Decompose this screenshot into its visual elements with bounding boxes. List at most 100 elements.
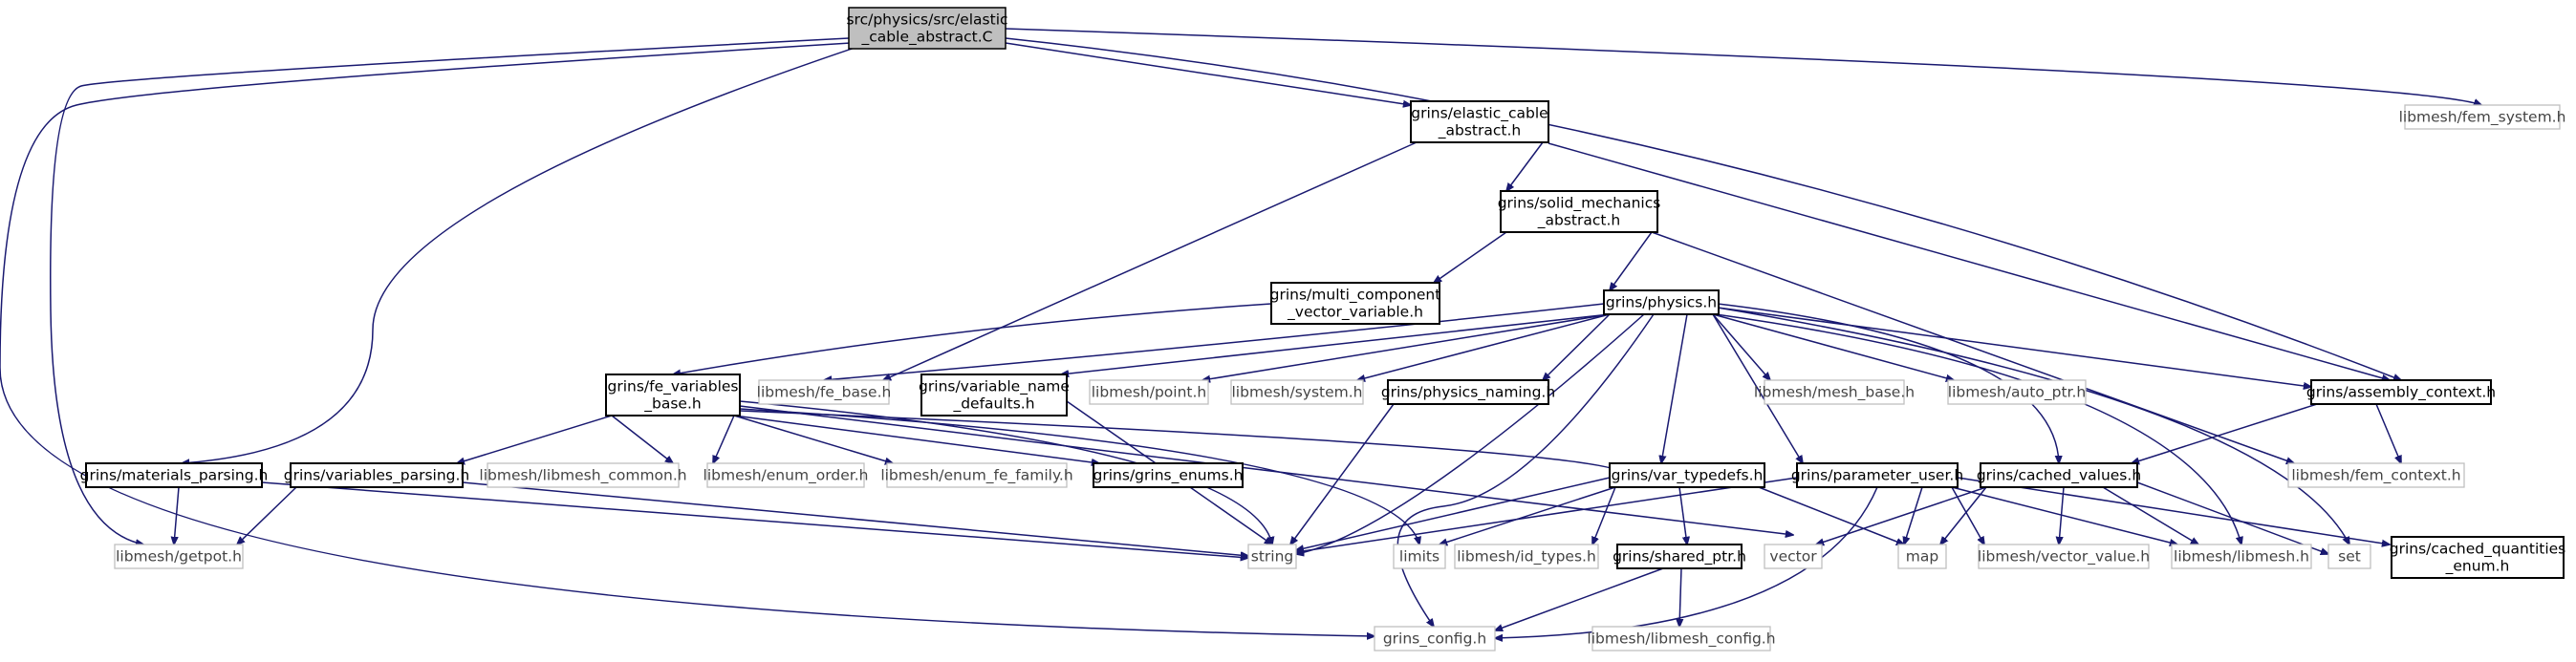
- node-fem-system[interactable]: libmesh/fem_system.h: [2399, 104, 2566, 130]
- node-box[interactable]: [1393, 544, 1446, 569]
- node-box[interactable]: [1270, 282, 1440, 325]
- node-box[interactable]: [848, 7, 1007, 50]
- node-map[interactable]: map: [1897, 544, 1947, 569]
- node-box[interactable]: [1591, 626, 1771, 651]
- node-shared-ptr[interactable]: grins/shared_ptr.h: [1613, 544, 1746, 569]
- node-box[interactable]: [487, 462, 680, 488]
- node-box[interactable]: [1616, 544, 1743, 569]
- node-auto-ptr[interactable]: libmesh/auto_ptr.h: [1947, 379, 2087, 405]
- node-cached-vals[interactable]: grins/cached_values.h: [1977, 462, 2141, 488]
- node-solid-mech[interactable]: grins/solid_mechanics_abstract.h: [1498, 190, 1661, 233]
- edge-physics_h-to-system: [1357, 313, 1611, 380]
- node-lm-config[interactable]: libmesh/libmesh_config.h: [1587, 626, 1776, 651]
- node-box[interactable]: [2391, 536, 2565, 579]
- edge-physics_h-to-phys_naming: [1543, 313, 1611, 380]
- edge-physics_h-to-var_name: [1061, 313, 1611, 374]
- edge-physics_h-to-point: [1202, 313, 1611, 380]
- node-assembly[interactable]: grins/assembly_context.h: [2306, 379, 2496, 405]
- node-mesh-base[interactable]: libmesh/mesh_base.h: [1754, 379, 1915, 405]
- node-fe-base[interactable]: libmesh/fe_base.h: [757, 379, 892, 405]
- node-string[interactable]: string: [1247, 544, 1297, 569]
- node-box[interactable]: [1454, 544, 1599, 569]
- edge-fe_vars-to-var_parsing: [457, 415, 613, 463]
- node-cached-qty[interactable]: grins/cached_quantities_enum.h: [2390, 536, 2566, 579]
- node-box[interactable]: [920, 374, 1068, 416]
- node-id-types[interactable]: libmesh/id_types.h: [1454, 544, 1599, 569]
- node-box[interactable]: [1093, 462, 1244, 488]
- header-nodes: src/physics/src/elastic_cable_abstract.C…: [80, 7, 2566, 651]
- node-grins-config[interactable]: grins_config.h: [1374, 626, 1496, 651]
- edge-var_typedefs-to-id_types: [1592, 486, 1616, 545]
- node-box[interactable]: [1947, 379, 2087, 405]
- node-vector[interactable]: vector: [1764, 544, 1823, 569]
- node-box[interactable]: [1374, 626, 1496, 651]
- node-box[interactable]: [1247, 544, 1297, 569]
- node-elastic-h[interactable]: grins/elastic_cable_abstract.h: [1410, 100, 1549, 143]
- node-box[interactable]: [758, 379, 890, 405]
- edge-cached_vals-to-set: [2136, 481, 2328, 554]
- edge-cached_vals-to-vector: [1816, 486, 1987, 545]
- node-phys-naming[interactable]: grins/physics_naming.h: [1381, 379, 1555, 405]
- node-box[interactable]: [706, 462, 865, 488]
- node-system[interactable]: libmesh/system.h: [1230, 379, 1364, 405]
- node-vector-value[interactable]: libmesh/vector_value.h: [1978, 544, 2150, 569]
- node-lm-common[interactable]: libmesh/libmesh_common.h: [479, 462, 687, 488]
- edge-fe_vars-to-enum_order: [713, 415, 735, 463]
- node-label: _vector_variable.h: [1287, 304, 1423, 322]
- node-label: libmesh/fe_base.h: [757, 384, 892, 402]
- edge-root-to-mat_parsing: [182, 45, 861, 463]
- node-box[interactable]: [2287, 462, 2465, 488]
- node-grins-enums[interactable]: grins/grins_enums.h: [1093, 462, 1244, 488]
- node-label: _cable_abstract.C: [861, 29, 993, 47]
- node-multi-comp[interactable]: grins/multi_component_vector_variable.h: [1270, 282, 1441, 325]
- edge-physics_h-to-fe_base: [824, 303, 1605, 380]
- node-box[interactable]: [2310, 379, 2492, 405]
- node-limits[interactable]: limits: [1393, 544, 1446, 569]
- node-box[interactable]: [1387, 379, 1549, 405]
- node-box[interactable]: [605, 374, 741, 416]
- node-point[interactable]: libmesh/point.h: [1089, 379, 1209, 405]
- node-label: src/physics/src/elastic: [846, 11, 1007, 29]
- node-set[interactable]: set: [2327, 544, 2371, 569]
- node-var-parsing[interactable]: grins/variables_parsing.h: [284, 462, 470, 488]
- node-box[interactable]: [290, 462, 464, 488]
- node-box[interactable]: [85, 462, 263, 488]
- node-label: libmesh/libmesh_common.h: [479, 467, 686, 485]
- node-var-name[interactable]: grins/variable_name_defaults.h: [919, 374, 1070, 416]
- node-box[interactable]: [2171, 544, 2312, 569]
- node-box[interactable]: [1980, 462, 2138, 488]
- node-var-typedefs[interactable]: grins/var_typedefs.h: [1609, 462, 1765, 488]
- node-box[interactable]: [1796, 462, 1959, 488]
- node-box[interactable]: [1089, 379, 1209, 405]
- dependency-edges: [0, 28, 2481, 638]
- node-box[interactable]: [1764, 544, 1823, 569]
- node-getpot[interactable]: libmesh/getpot.h: [114, 544, 244, 569]
- node-mat-parsing[interactable]: grins/materials_parsing.h: [80, 462, 269, 488]
- node-box[interactable]: [1603, 289, 1720, 315]
- node-box[interactable]: [886, 462, 1068, 488]
- node-root[interactable]: src/physics/src/elastic_cable_abstract.C: [846, 7, 1008, 50]
- node-box[interactable]: [1764, 379, 1905, 405]
- node-libmesh-h[interactable]: libmesh/libmesh.h: [2171, 544, 2312, 569]
- node-enum-fe[interactable]: libmesh/enum_fe_family.h: [880, 462, 1073, 488]
- node-physics-h[interactable]: grins/physics.h: [1603, 289, 1720, 315]
- node-box[interactable]: [1500, 190, 1658, 233]
- node-fem-context[interactable]: libmesh/fem_context.h: [2287, 462, 2465, 488]
- node-box[interactable]: [2327, 544, 2371, 569]
- edge-param_user-to-grins_config: [1495, 486, 1878, 638]
- node-box[interactable]: [1978, 544, 2150, 569]
- node-box[interactable]: [1410, 100, 1549, 143]
- edge-elastic_h-to-solid_mech: [1506, 141, 1544, 191]
- node-box[interactable]: [1609, 462, 1765, 488]
- node-label: libmesh/auto_ptr.h: [1948, 384, 2086, 402]
- node-fe-vars[interactable]: grins/fe_variables_base.h: [605, 374, 741, 416]
- edge-phys_naming-to-string: [1290, 403, 1395, 545]
- node-param-user[interactable]: grins/parameter_user.h: [1791, 462, 1963, 488]
- node-box[interactable]: [1230, 379, 1364, 405]
- edge-fe_vars-to-enum_fe: [733, 415, 893, 463]
- node-box[interactable]: [114, 544, 244, 569]
- node-enum-order[interactable]: libmesh/enum_order.h: [704, 462, 869, 488]
- node-box[interactable]: [2404, 104, 2561, 130]
- node-box[interactable]: [1897, 544, 1947, 569]
